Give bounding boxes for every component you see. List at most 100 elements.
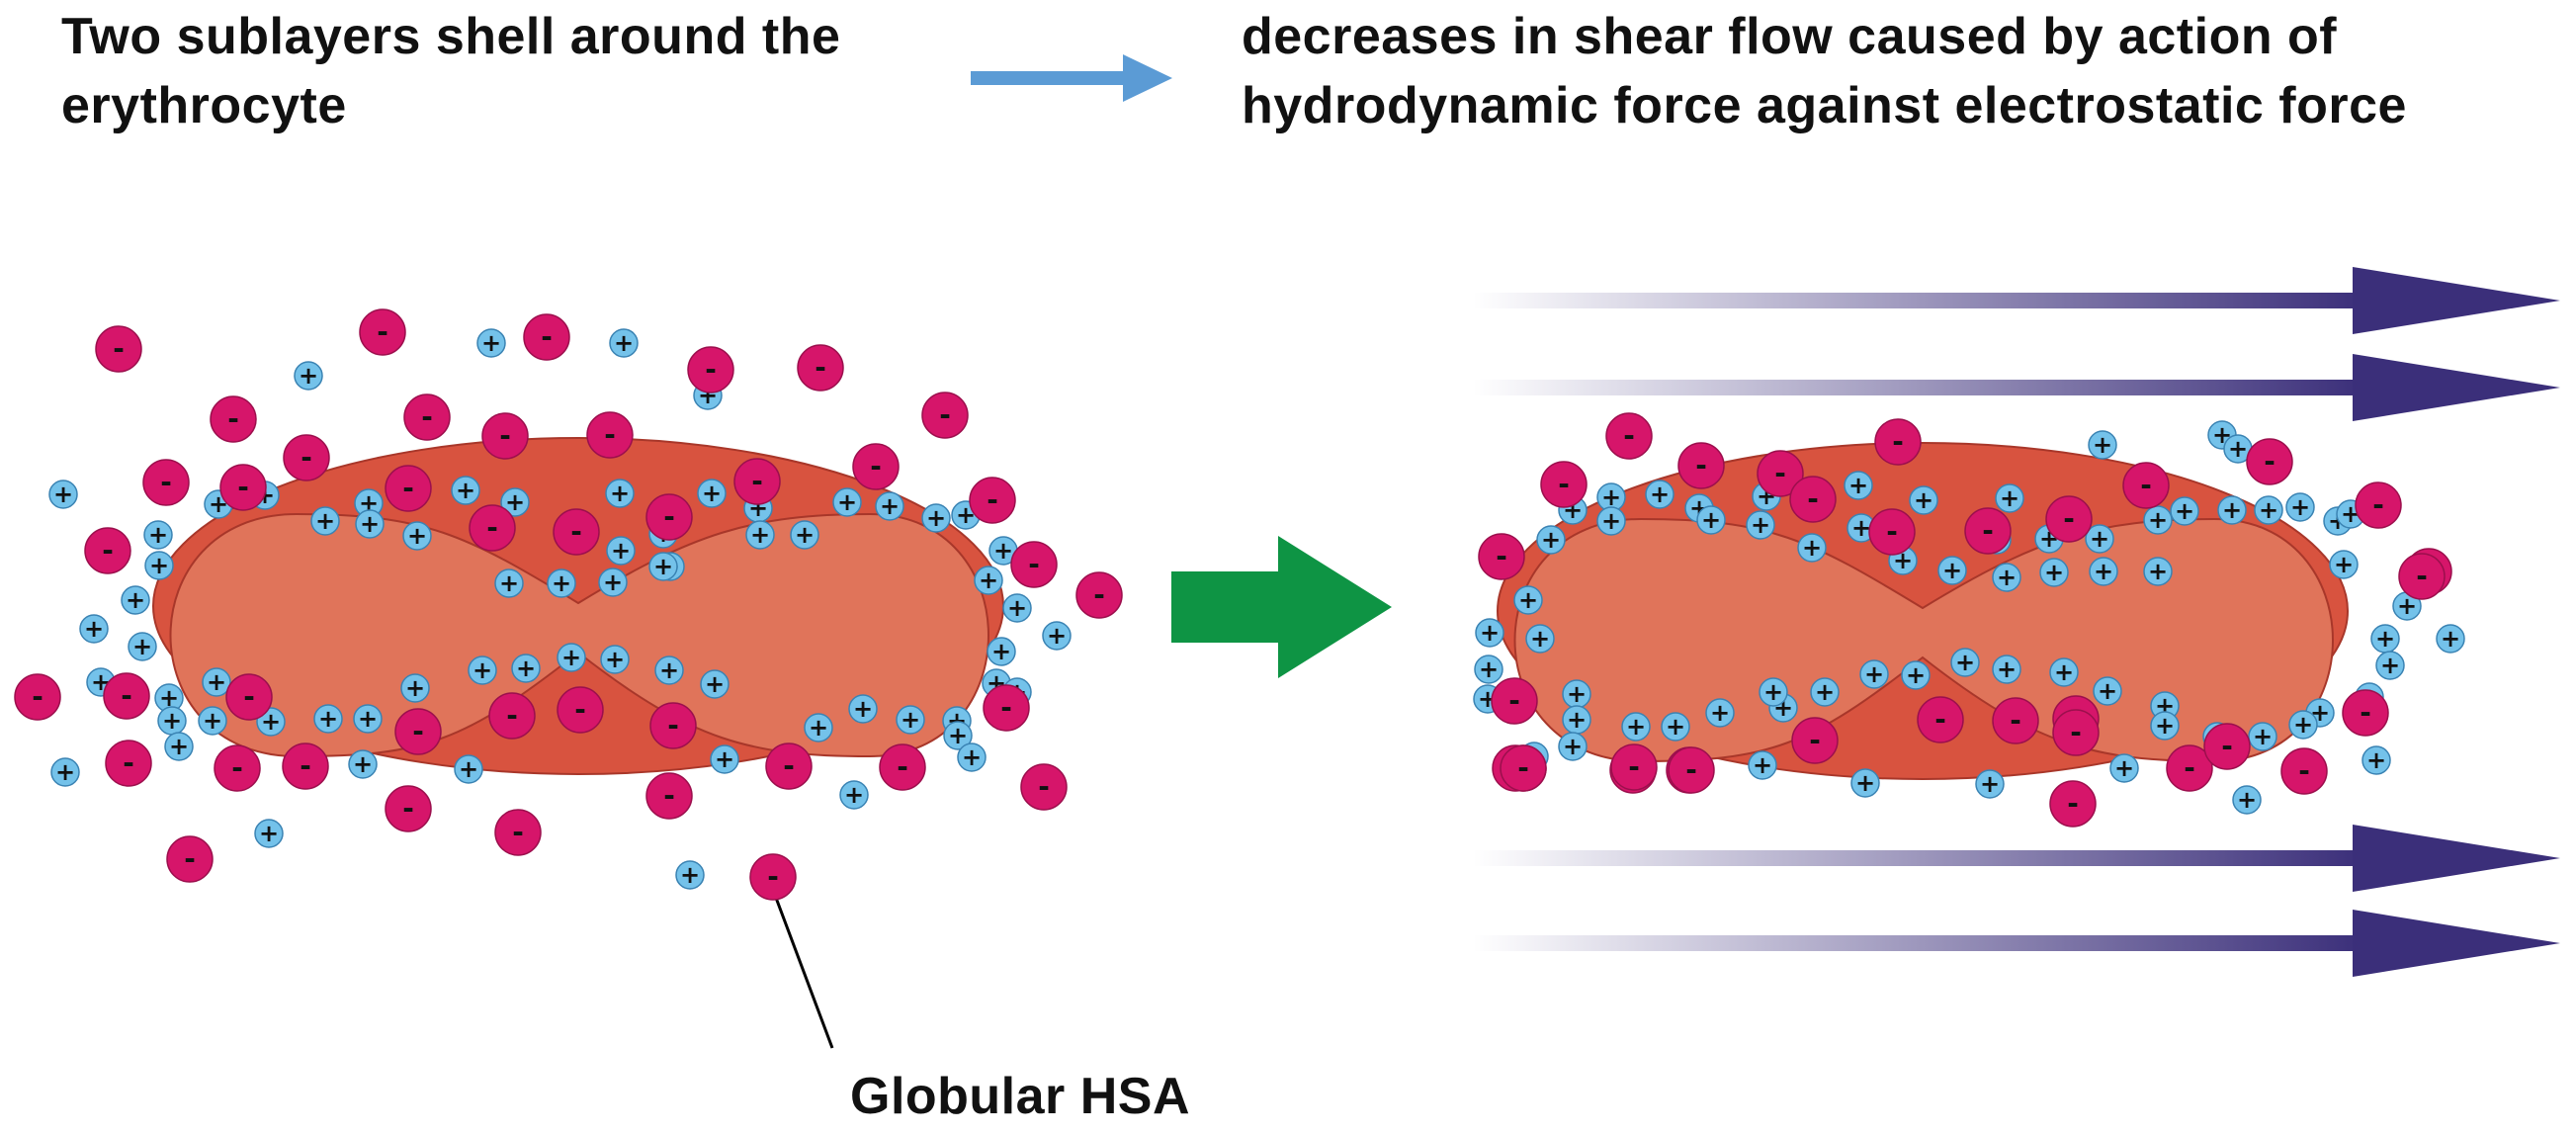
- positive-ion-icon: +: [943, 721, 973, 750]
- positive-ion-icon: +: [654, 655, 684, 685]
- svg-text:+: +: [1942, 557, 1962, 584]
- svg-text:+: +: [809, 714, 828, 742]
- positive-ion-icon: +: [2150, 711, 2180, 741]
- svg-text:-: -: [123, 746, 134, 779]
- svg-text:+: +: [680, 861, 700, 889]
- positive-ion-icon: +: [144, 551, 174, 580]
- positive-ion-icon: +: [1759, 677, 1788, 707]
- flow-arrow-icon: [1473, 910, 2560, 977]
- svg-text:+: +: [2290, 493, 2310, 521]
- positive-ion-icon: +: [2285, 492, 2315, 522]
- positive-ion-icon: +: [468, 655, 497, 685]
- svg-text:+: +: [360, 510, 380, 538]
- svg-text:+: +: [653, 553, 673, 580]
- svg-text:+: +: [203, 707, 222, 735]
- svg-text:+: +: [2114, 754, 2134, 782]
- positive-ion-icon: +: [1562, 679, 1591, 709]
- negative-ion-icon: -: [469, 504, 516, 552]
- svg-text:-: -: [767, 860, 779, 893]
- svg-text:+: +: [605, 646, 625, 673]
- svg-text:+: +: [1997, 564, 2017, 591]
- svg-text:+: +: [2380, 652, 2400, 679]
- positive-ion-icon: +: [2088, 430, 2117, 460]
- positive-ion-icon: +: [1525, 624, 1555, 654]
- negative-ion-icon: -: [394, 708, 442, 755]
- negative-ion-icon: -: [95, 325, 142, 373]
- positive-ion-icon: +: [547, 568, 576, 598]
- negative-ion-icon: -: [2049, 780, 2097, 828]
- svg-text:-: -: [2010, 704, 2021, 737]
- svg-text:+: +: [2334, 551, 2354, 578]
- positive-ion-icon: +: [2085, 524, 2114, 554]
- negative-ion-icon: -: [2355, 481, 2402, 529]
- negative-ion-icon: -: [282, 742, 329, 790]
- positive-ion-icon: +: [128, 632, 157, 661]
- negative-ion-icon: -: [797, 344, 844, 392]
- svg-text:-: -: [2184, 751, 2195, 784]
- svg-text:+: +: [2098, 677, 2117, 705]
- positive-ion-icon: +: [745, 520, 775, 550]
- positive-ion-icon: +: [1696, 505, 1726, 535]
- svg-text:-: -: [783, 749, 795, 782]
- svg-text:+: +: [456, 477, 475, 504]
- svg-text:+: +: [459, 755, 478, 783]
- positive-ion-icon: +: [2109, 753, 2139, 783]
- svg-text:-: -: [421, 400, 433, 433]
- positive-ion-icon: +: [310, 506, 340, 536]
- svg-text:+: +: [84, 615, 104, 643]
- svg-text:-: -: [1892, 425, 1904, 458]
- negative-ion-icon: -: [403, 393, 451, 441]
- svg-text:+: +: [853, 695, 873, 723]
- svg-text:+: +: [1007, 594, 1027, 622]
- positive-ion-icon: +: [957, 742, 987, 772]
- svg-text:-: -: [751, 465, 763, 497]
- positive-ion-icon: +: [353, 704, 383, 734]
- svg-text:+: +: [2093, 431, 2112, 459]
- svg-text:-: -: [663, 779, 675, 812]
- positive-ion-icon: +: [875, 491, 904, 521]
- positive-ion-icon: +: [1810, 677, 1840, 707]
- svg-text:+: +: [472, 656, 492, 684]
- svg-text:+: +: [795, 521, 815, 549]
- svg-text:+: +: [1914, 486, 1933, 514]
- svg-text:+: +: [353, 750, 373, 778]
- svg-text:+: +: [2237, 786, 2257, 814]
- positive-ion-icon: +: [494, 568, 524, 598]
- svg-text:+: +: [2155, 712, 2175, 740]
- positive-ion-icon: +: [1621, 712, 1651, 742]
- positive-ion-icon: +: [355, 509, 385, 539]
- svg-text:+: +: [1802, 534, 1822, 562]
- svg-text:+: +: [148, 521, 168, 549]
- positive-ion-icon: +: [839, 780, 869, 810]
- negative-ion-icon: -: [84, 527, 131, 574]
- svg-text:-: -: [663, 500, 675, 533]
- svg-text:+: +: [499, 569, 519, 597]
- negative-ion-icon: -: [983, 684, 1030, 732]
- negative-ion-icon: -: [481, 412, 529, 460]
- svg-text:-: -: [1508, 684, 1520, 717]
- positive-ion-icon: +: [2436, 624, 2465, 654]
- positive-ion-icon: +: [1909, 485, 1938, 515]
- positive-ion-icon: +: [121, 585, 150, 615]
- positive-ion-icon: +: [697, 479, 727, 508]
- negative-ion-icon: -: [14, 673, 61, 721]
- svg-text:+: +: [901, 706, 920, 734]
- svg-text:-: -: [237, 471, 249, 503]
- positive-ion-icon: +: [557, 643, 586, 672]
- transition-arrow-icon: [1171, 536, 1392, 678]
- svg-text:-: -: [2221, 730, 2233, 762]
- negative-ion-icon: -: [283, 434, 330, 481]
- svg-text:+: +: [1666, 713, 1685, 741]
- positive-ion-icon: +: [2254, 495, 2283, 525]
- positive-ion-icon: +: [832, 487, 862, 517]
- svg-text:+: +: [926, 504, 946, 532]
- negative-ion-icon: -: [557, 686, 604, 734]
- svg-text:+: +: [1751, 511, 1770, 539]
- svg-text:-: -: [113, 332, 125, 365]
- svg-text:-: -: [570, 515, 582, 548]
- svg-text:+: +: [207, 668, 226, 696]
- positive-ion-icon: +: [313, 704, 343, 734]
- negative-ion-icon: -: [166, 835, 214, 883]
- negative-ion-icon: -: [488, 692, 536, 740]
- svg-text:-: -: [1695, 449, 1707, 481]
